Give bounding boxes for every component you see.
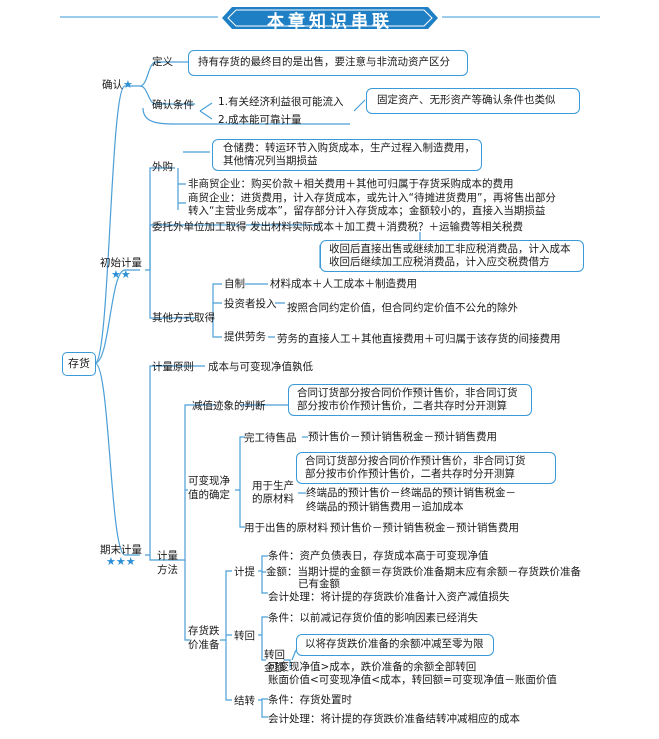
reserve-label-2: 价准备 xyxy=(188,639,220,651)
contract-note2-2: 部分按市价作预计售价，二者共存时分开测算 xyxy=(305,468,515,480)
reverse-limit-box: 以将存货跌价准备的余额冲减至零为限 xyxy=(296,634,494,656)
reverse-limit: 以将存货跌价准备的余额冲减至零为限 xyxy=(305,638,484,650)
confirm-label-text: 确认 xyxy=(102,79,123,91)
contract-note-box: 合同订货部分按合同价作预计售价，非合同订货 部分按市价作预计售价，二者共存时分开… xyxy=(288,384,532,416)
accrue-label: 计提 xyxy=(234,566,255,578)
storage-note-1: 仓储费：转运环节入购货成本，生产过程入制造费用， xyxy=(223,142,475,154)
impair-judge: 减值迹象的判断 xyxy=(192,400,266,412)
prod-material-label-2: 的原材料 xyxy=(252,493,294,505)
reverse-amount-label-2: 金额 xyxy=(264,662,285,674)
root-node: 存货 xyxy=(62,352,96,376)
prod-material-label-1: 用于生产 xyxy=(252,480,294,492)
storage-note-2: 其他情况列当期损益 xyxy=(223,155,318,167)
conditions-label: 确认条件 xyxy=(152,99,194,111)
principle-text: 成本与可变现净值孰低 xyxy=(208,361,313,373)
confirm-stars: ★ xyxy=(123,78,133,91)
accrue-condition: 条件：资产负债表日，存货成本高于可变现净值 xyxy=(268,550,489,562)
prod-material-text-1: 终端品的预计售价－终端品的预计销售税金－ xyxy=(306,487,516,499)
consign-tax-2: 收回后继续加工应税消费品，计入应交税费借方 xyxy=(329,256,550,268)
sale-material-text: 预计售价－预计销售税金－预计销售费用 xyxy=(330,522,519,534)
contract-note2-1: 合同订货部分按合同价作预计售价，非合同订货 xyxy=(305,455,526,467)
accrue-amount-1: 金额：当期计提的金额＝存货跌价准备期末应有余额－存货跌价准备 xyxy=(266,566,581,578)
accrue-accounting: 会计处理：将计提的存货跌价准备计入资产减值损失 xyxy=(268,591,510,603)
self-label: 自制 xyxy=(224,278,245,290)
nrv-label-2: 值的确定 xyxy=(188,489,230,501)
reverse-amount-label-1: 转回 xyxy=(264,649,285,661)
accrue-amount-2: 已有金额 xyxy=(298,578,340,590)
writeoff-condition: 条件：存货处置时 xyxy=(268,694,352,706)
reverse-amount-1: 可变现净值>成本，跌价准备的余额全部转回 xyxy=(268,661,477,673)
nontrade-text: 非商贸企业：购买价款＋相关费用＋其他可归属于存货采购成本的费用 xyxy=(188,178,514,190)
method-label-2: 方法 xyxy=(157,564,178,576)
conditions-note: 固定资产、无形资产等确认条件也类似 xyxy=(377,94,556,106)
self-text: 材料成本＋人工成本＋制造费用 xyxy=(270,278,417,290)
initial-stars: ★★ xyxy=(111,268,131,281)
labor-label: 提供劳务 xyxy=(224,331,266,343)
trade-text-2: 转入“主营业务成本”，留存部分计入存货成本；金额较小的，直接入当期损益 xyxy=(188,205,546,217)
confirm-label: 确认★ xyxy=(102,78,133,92)
consign-formula: 发出材料实际成本＋加工费＋消费税？＋运输费等相关税费 xyxy=(250,221,523,233)
writeoff-label: 结转 xyxy=(234,695,255,707)
other-label: 其他方式取得 xyxy=(152,312,215,324)
title-banner: 本章知识串联 xyxy=(220,4,440,32)
contract-note2-box: 合同订货部分按合同价作预计售价，非合同订货 部分按市价作预计售价，二者共存时分开… xyxy=(296,452,556,484)
page-title: 本章知识串联 xyxy=(267,12,393,32)
reserve-label-1: 存货跌 xyxy=(188,625,220,637)
definition-text: 持有存货的最终目的是出售，要注意与非流动资产区分 xyxy=(198,56,450,68)
nrv-label-1: 可变现净 xyxy=(188,475,230,487)
trade-text-1: 商贸企业：进货费用，计入存货成本，或先计入“待摊进货费用”，再将售出部分 xyxy=(188,192,556,204)
banner-shape xyxy=(222,7,438,29)
consign-tax-1: 收回后直接出售或继续加工非应税消费品，计入成本 xyxy=(329,243,571,255)
investor-label: 投资者投入 xyxy=(224,298,277,310)
writeoff-accounting: 会计处理：将计提的存货跌价准备结转冲减相应的成本 xyxy=(268,713,520,725)
definition-box: 持有存货的最终目的是出售，要注意与非流动资产区分 xyxy=(188,50,468,76)
method-label-1: 计量 xyxy=(157,550,178,562)
investor-text: 按照合同约定价值，但合同约定价值不公允的除外 xyxy=(287,302,518,314)
sale-material-label: 用于出售的原材料 xyxy=(244,522,328,534)
initial-label: 初始计量 xyxy=(100,257,142,269)
condition-1: 1.有关经济利益很可能流入 xyxy=(218,96,344,108)
consign-label: 委托外单位加工取得 xyxy=(152,221,247,233)
contract-note-1: 合同订货部分按合同价作预计售价，非合同订货 xyxy=(297,387,518,399)
ending-stars: ★★★ xyxy=(106,555,136,568)
condition-2: 2.成本能可靠计量 xyxy=(218,114,302,126)
reverse-label: 转回 xyxy=(234,630,255,642)
storage-note-box: 仓储费：转运环节入购货成本，生产过程入制造费用， 其他情况列当期损益 xyxy=(212,139,482,171)
ending-label: 期末计量 xyxy=(100,544,142,556)
reverse-condition: 条件：以前减记存货价值的影响因素已经消失 xyxy=(268,612,478,624)
title-rule xyxy=(60,16,600,18)
reverse-amount-2: 账面价值<可变现净值<成本，转回额=可变现净值－账面价值 xyxy=(268,674,557,686)
purchase-label: 外购 xyxy=(152,161,173,173)
prod-material-text-2: 终端品的预计销售费用－追加成本 xyxy=(306,501,464,513)
finished-text: 预计售价－预计销售税金－预计销售费用 xyxy=(308,431,497,443)
conditions-note-box: 固定资产、无形资产等确认条件也类似 xyxy=(366,88,580,114)
finished-label: 完工待售品 xyxy=(244,432,297,444)
consign-tax-box: 收回后直接出售或继续加工非应税消费品，计入成本 收回后继续加工应税消费品，计入应… xyxy=(320,240,584,272)
definition-label: 定义 xyxy=(152,56,173,68)
contract-note-2: 部分按市价作预计售价，二者共存时分开测算 xyxy=(297,400,507,412)
labor-text: 劳务的直接人工＋其他直接费用＋可归属于该存货的间接费用 xyxy=(277,333,561,345)
principle-label: 计量原则 xyxy=(152,361,194,373)
